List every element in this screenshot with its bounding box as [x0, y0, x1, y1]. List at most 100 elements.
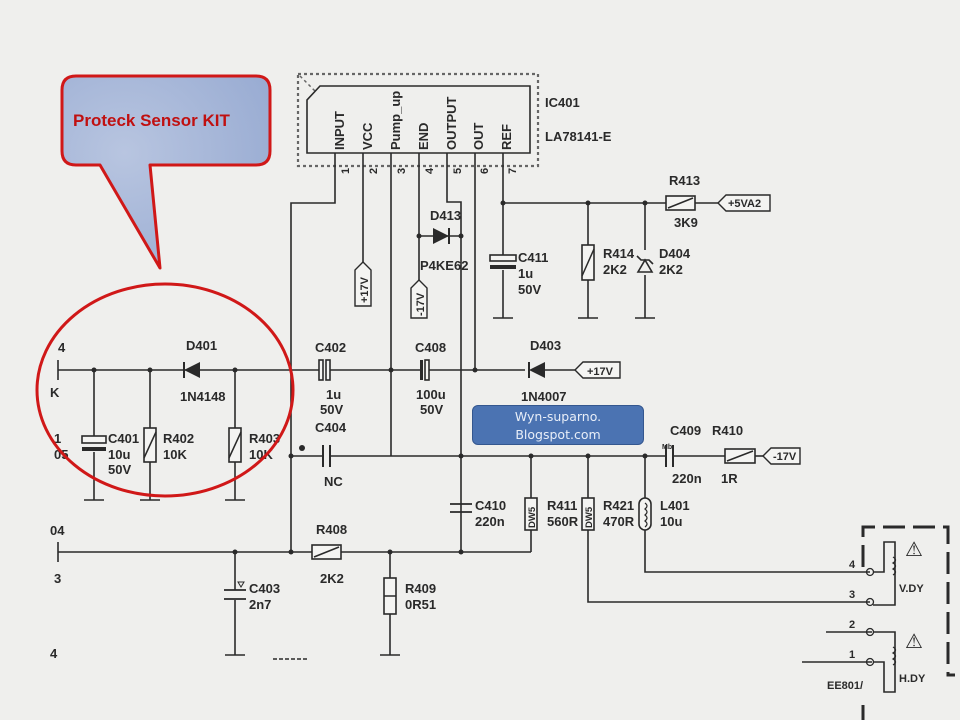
vdy-pin: 4	[849, 559, 856, 571]
ic-pin-number: 3	[396, 168, 408, 174]
r413-supply-label: +5VA2	[728, 198, 761, 210]
c408-value: 100u	[416, 387, 446, 402]
r403-value: 10K	[249, 447, 273, 462]
c404-value: NC	[324, 474, 343, 489]
r411-body: DW5	[527, 506, 538, 528]
warning-icon: ⚠	[905, 539, 923, 561]
c404-ref: C404	[315, 420, 347, 435]
c408-rating: 50V	[420, 402, 443, 417]
l401-ref: L401	[660, 498, 690, 513]
ic-pin-number: 7	[507, 168, 519, 174]
resistor-r411: DW5 R411 560R	[524, 497, 579, 531]
vdy-pin: 3	[849, 589, 855, 601]
resistor-r402: R402 10K	[143, 427, 194, 463]
c403-value: 2n7	[249, 597, 271, 612]
watermark-line1: Wyn-suparno.	[514, 409, 602, 424]
conn-label: 1	[54, 431, 61, 446]
d413-value: P4KE62	[420, 258, 468, 273]
ic-pin-number: 1	[340, 168, 352, 174]
c410-ref: C410	[475, 498, 506, 513]
ic-pin-number: 2	[368, 168, 380, 174]
ic-pin-name: Pump_up	[388, 91, 403, 150]
r408-value: 2K2	[320, 571, 344, 586]
hdy-pin: 2	[849, 619, 855, 631]
watermark-line2: Blogspot.com	[515, 427, 601, 442]
power-flag-d403: +17V	[574, 361, 621, 379]
d413-ref: D413	[430, 208, 461, 223]
r414-value: 2K2	[603, 262, 627, 277]
c401-rating: 50V	[108, 462, 131, 477]
d404-value: 2K2	[659, 262, 683, 277]
ic-pin-name: INPUT	[332, 111, 347, 150]
power-flag-vcc: +17V	[354, 261, 372, 307]
c411-ref: C411	[518, 250, 548, 265]
r408-ref: R408	[316, 522, 347, 537]
c410-value: 220n	[475, 514, 505, 529]
ic-pin-number: 4	[424, 167, 436, 174]
d404-ref: D404	[659, 246, 691, 261]
watermark-badge: Wyn-suparno. Blogspot.com	[472, 405, 644, 445]
c402-value: 1u	[326, 387, 341, 402]
left-connector: 4 K 1 05 04 3 4	[50, 340, 68, 661]
resistor-r408: R408 2K2	[311, 522, 347, 586]
d401-value: 1N4148	[180, 389, 226, 404]
r413-ref: R413	[669, 173, 700, 188]
capacitor-c402: C402 1u 50V	[315, 340, 346, 417]
ic-pin-name: REF	[499, 124, 514, 150]
d403-value: 1N4007	[521, 389, 567, 404]
conn-label: 05	[54, 447, 68, 462]
c402-rating: 50V	[320, 402, 343, 417]
wires	[57, 153, 872, 663]
ic401: IC401 LA78141-E INPUT VCC Pump_up END OU…	[296, 72, 612, 174]
c409-marker: Mb	[662, 444, 672, 451]
ic-dashed-boundary	[296, 72, 540, 168]
c411-value: 1u	[518, 266, 533, 281]
r403-ref: R403	[249, 431, 280, 446]
conn-label: 4	[58, 340, 66, 355]
ic-pin-number: 6	[479, 168, 491, 174]
ic-pin-name: VCC	[360, 122, 375, 150]
power-flag-end: -17V	[410, 279, 428, 319]
l401-value: 10u	[660, 514, 682, 529]
ic-pin-number: 5	[452, 168, 464, 174]
d403-supply-label: +17V	[587, 366, 614, 378]
capacitor-c401: C401 10u 50V	[81, 431, 139, 477]
conn-label: 3	[54, 571, 61, 586]
end-supply-label: -17V	[415, 292, 427, 316]
r402-value: 10K	[163, 447, 187, 462]
resistor-r403: R403 10K	[228, 427, 280, 463]
capacitor-c403: C403 2n7	[224, 581, 280, 612]
capacitor-c410: C410 220n	[450, 498, 506, 529]
conn-label: 4	[50, 646, 58, 661]
vcc-supply-label: +17V	[359, 276, 371, 303]
callout-bubble: Proteck Sensor KIT	[60, 74, 272, 270]
warning-icon: ⚠	[905, 631, 923, 653]
diode-d413: D413 P4KE62	[419, 208, 468, 273]
r410-ref: R410	[712, 423, 743, 438]
deflection-yoke-ee801: 4 3 V.DY ⚠ 2 1 H.DY ⚠ EE801/	[827, 525, 955, 720]
r411-value: 560R	[547, 514, 579, 529]
c409-ref: C409	[670, 423, 701, 438]
c409-value: 220n	[672, 471, 702, 486]
resistor-r421: DW5 R421 470R	[581, 497, 635, 531]
c401-ref: C401	[108, 431, 139, 446]
zener-d404: D404 2K2	[636, 246, 691, 277]
ic-pin-name: OUT	[471, 123, 486, 151]
capacitor-c404: C404 NC	[315, 420, 347, 489]
r411-ref: R411	[547, 498, 577, 513]
highlight-ellipse	[35, 282, 295, 498]
r421-value: 470R	[603, 514, 635, 529]
capacitor-c408: C408 100u 50V	[415, 340, 446, 417]
r413-value: 3K9	[674, 215, 698, 230]
r421-ref: R421	[603, 498, 634, 513]
c401-value: 10u	[108, 447, 130, 462]
resistor-r409: R409 0R51	[383, 577, 436, 615]
r410-value: 1R	[721, 471, 738, 486]
power-flag-r410: -17V	[762, 447, 801, 465]
r414-ref: R414	[603, 246, 635, 261]
r409-ref: R409	[405, 581, 436, 596]
conn-label: 04	[50, 523, 65, 538]
resistor-r413: R413 3K9	[665, 173, 700, 230]
resistor-r410: R410 1R	[712, 423, 756, 486]
